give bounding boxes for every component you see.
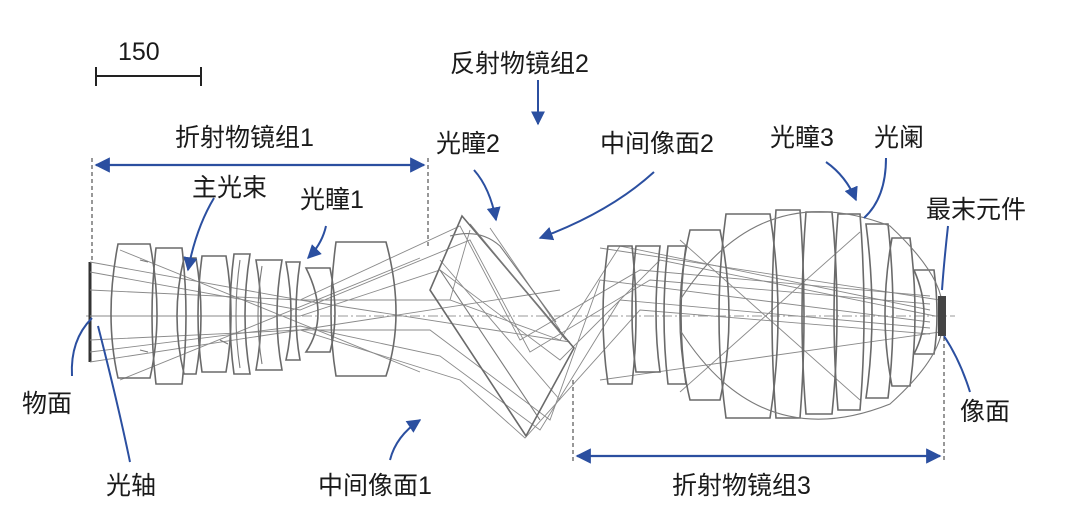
label-image-plane: 像面 [960,398,1010,426]
label-refractive-group-1: 折射物镜组1 [175,124,314,152]
label-pupil-1: 光瞳1 [300,186,364,214]
last-element-block [938,296,946,336]
reflective-group-2 [429,214,575,438]
light-rays [89,225,941,439]
label-aperture-stop: 光阑 [874,124,924,152]
label-intermediate-image-2: 中间像面2 [600,130,714,158]
label-pupil-3: 光瞳3 [770,124,834,152]
label-chief-ray: 主光束 [192,174,267,202]
label-last-element: 最末元件 [926,196,1026,224]
scale-label: 150 [118,38,160,66]
dimension-lines [91,157,945,464]
label-intermediate-image-1: 中间像面1 [318,472,432,500]
annotation-leaders [70,80,971,463]
label-refractive-group-3: 折射物镜组3 [672,472,811,500]
label-optical-axis: 光轴 [106,472,156,500]
label-pupil-2: 光瞳2 [436,130,500,158]
label-object-plane: 物面 [22,390,72,418]
scale-bar: 150 [95,38,202,86]
refractive-group-1-lenses [110,241,397,385]
refractive-group-3-lenses [602,209,946,420]
label-reflective-group-2: 反射物镜组2 [450,50,589,78]
